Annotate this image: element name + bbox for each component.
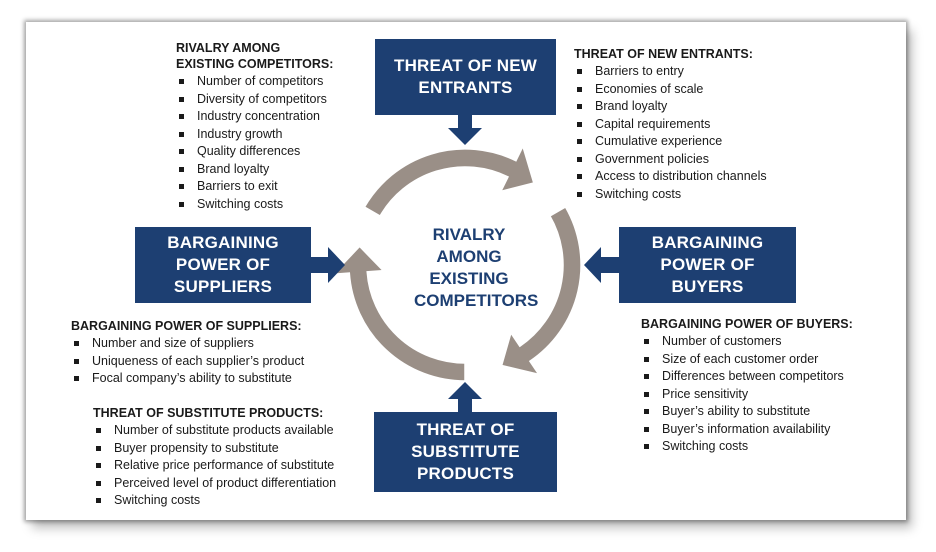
center-line-4: COMPETITORS [414,291,539,310]
list-item: Differences between competitors [641,368,853,386]
rivalry-factor-list: Number of competitors Diversity of compe… [176,73,333,213]
buyers-factor-list: Number of customers Size of each custome… [641,333,853,456]
substitutes-line-2: SUBSTITUTE [411,442,520,461]
cycle-arrow-right-bottom [500,205,582,376]
list-item: Uniqueness of each supplier’s product [71,353,304,371]
arrow-up-from-substitutes [448,382,482,412]
list-item: Number of competitors [176,73,333,91]
list-item: Focal company’s ability to substitute [71,370,304,388]
arrow-right-from-suppliers [310,247,345,283]
list-item: Switching costs [93,492,336,510]
list-item: Industry concentration [176,108,333,126]
list-item: Economies of scale [574,81,767,99]
substitutes-heading: THREAT OF SUBSTITUTE PRODUCTS: [93,406,324,420]
new-entrants-heading: THREAT OF NEW ENTRANTS: [574,47,753,61]
bargaining-power-of-suppliers-box: BARGAINING POWER OF SUPPLIERS [135,227,311,303]
buyers-line-2: POWER OF [660,255,755,274]
list-item: Number of substitute products available [93,422,336,440]
list-item: Barriers to entry [574,63,767,81]
suppliers-heading: BARGAINING POWER OF SUPPLIERS: [71,319,302,333]
arrow-down-from-entrants [448,115,482,145]
rivalry-heading-line-1: RIVALRY AMONG [176,41,281,55]
suppliers-factor-list: Number and size of suppliers Uniqueness … [71,335,304,388]
list-item: Access to distribution channels [574,168,767,186]
substitutes-factors-block: THREAT OF SUBSTITUTE PRODUCTS: Number of… [93,405,336,510]
suppliers-factors-block: BARGAINING POWER OF SUPPLIERS: Number an… [71,318,304,388]
buyers-line-1: BARGAINING [651,233,764,252]
list-item: Price sensitivity [641,386,853,404]
bargaining-power-of-buyers-box: BARGAINING POWER OF BUYERS [619,227,796,303]
list-item: Diversity of competitors [176,91,333,109]
new-entrants-line-1: THREAT OF NEW [394,56,537,75]
cycle-arrow-bottom-left [331,245,466,382]
list-item: Perceived level of product differentiati… [93,475,336,493]
list-item: Quality differences [176,143,333,161]
rivalry-cycle-arrows [331,144,582,382]
substitutes-line-1: THREAT OF [416,420,515,439]
substitutes-line-3: PRODUCTS [417,464,514,483]
list-item: Switching costs [641,438,853,456]
list-item: Buyer’s information availability [641,421,853,439]
buyers-heading: BARGAINING POWER OF BUYERS: [641,317,853,331]
list-item: Brand loyalty [176,161,333,179]
threat-of-new-entrants-box: THREAT OF NEW ENTRANTS [375,39,556,115]
list-item: Number and size of suppliers [71,335,304,353]
list-item: Size of each customer order [641,351,853,369]
list-item: Cumulative experience [574,133,767,151]
center-line-3: EXISTING [429,269,509,288]
new-entrants-factor-list: Barriers to entry Economies of scale Bra… [574,63,767,203]
suppliers-line-3: SUPPLIERS [173,277,273,296]
list-item: Buyer’s ability to substitute [641,403,853,421]
list-item: Capital requirements [574,116,767,134]
list-item: Number of customers [641,333,853,351]
list-item: Switching costs [176,196,333,214]
list-item: Relative price performance of substitute [93,457,336,475]
buyers-line-3: BUYERS [671,277,744,296]
suppliers-line-1: BARGAINING [167,233,279,252]
rivalry-heading-line-2: EXISTING COMPETITORS: [176,57,334,71]
center-line-2: AMONG [436,247,502,266]
list-item: Barriers to exit [176,178,333,196]
suppliers-line-2: POWER OF [175,255,271,274]
new-entrants-factors-block: THREAT OF NEW ENTRANTS: Barriers to entr… [574,46,767,203]
buyers-factors-block: BARGAINING POWER OF BUYERS: Number of cu… [641,316,853,456]
list-item: Industry growth [176,126,333,144]
arrow-left-from-buyers [584,247,619,283]
rivalry-factors-block: RIVALRY AMONG EXISTING COMPETITORS: Numb… [176,40,333,213]
list-item: Government policies [574,151,767,169]
list-item: Brand loyalty [574,98,767,116]
substitutes-factor-list: Number of substitute products available … [93,422,336,510]
threat-of-substitute-products-box: THREAT OF SUBSTITUTE PRODUCTS [374,412,557,492]
center-rivalry-label: RIVALRY AMONG EXISTING COMPETITORS [414,224,539,312]
center-line-1: RIVALRY [432,225,506,244]
list-item: Buyer propensity to substitute [93,440,336,458]
new-entrants-line-2: ENTRANTS [418,78,513,97]
list-item: Switching costs [574,186,767,204]
force-connector-arrows [310,115,619,412]
cycle-arrow-top-right [363,144,535,218]
